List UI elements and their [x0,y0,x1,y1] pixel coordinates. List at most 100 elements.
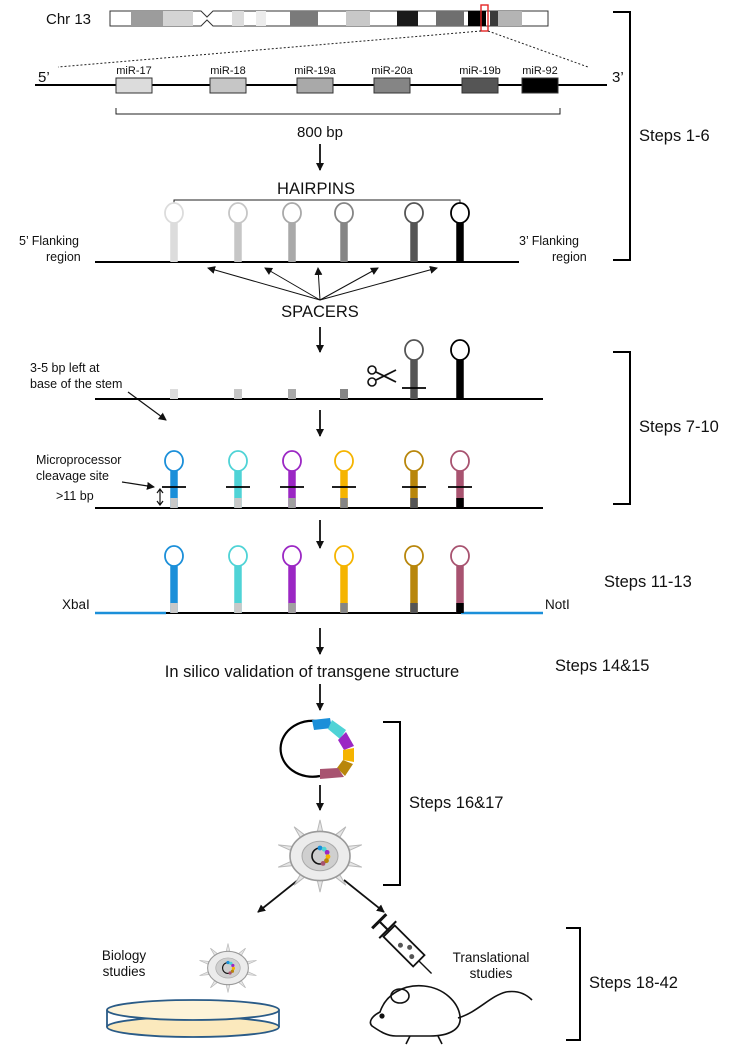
hairpin [450,339,470,399]
three-prime-label: 3’ [612,69,624,86]
zoom-guide-right [487,30,589,68]
xbai-label: XbaI [62,597,90,612]
hairpin [228,202,248,262]
hairpin [282,545,302,613]
flow-arrow [343,879,385,913]
stem-stubs [170,389,348,399]
hairpin [448,450,472,508]
steps-7-10: Steps 7-10 [639,418,719,436]
hairpin [402,339,426,399]
chromosome-band [131,11,163,26]
chromosome-band [436,11,464,26]
mouse-icon [369,985,533,1045]
validation-label: In silico validation of transgene struct… [165,663,459,681]
left-flank-label-1: 5’ Flanking [19,234,79,248]
plasmid-segment [337,760,353,776]
five-prime-label: 5’ [38,69,50,86]
flow-arrows [257,144,385,913]
length-bracket [115,108,561,115]
petri-dish-icon [106,999,280,1038]
mirna-box [461,77,499,94]
cleavage-arrow [121,481,155,490]
spacer-arrow [319,267,379,301]
chromosome-ideogram: Chr 13 [46,4,589,68]
stem-stub [170,389,178,399]
distance-label: >11 bp [56,489,94,503]
translational-label-1: Translational [453,950,530,965]
chromosome-band [232,11,244,26]
scissors-icon [367,365,397,387]
hairpin [164,202,184,262]
construct-hairpins [164,545,470,613]
spacer-arrow [319,265,438,301]
hairpin [334,545,354,613]
hairpin [226,450,250,508]
stem-stub [234,389,242,399]
mirna-boxes: miR-17 miR-18 miR-19a miR-20a miR-19b miR-92 [115,65,559,94]
plasmid-segment [320,768,344,779]
chromosome-band [490,11,498,26]
mirna-label: miR-18 [210,65,245,77]
bracket-steps-18-42 [566,927,581,1041]
spacer-arrow [314,267,323,301]
steps-16-17: Steps 16&17 [409,794,504,812]
steps-11-13: Steps 11-13 [604,573,692,591]
hairpin [450,545,470,613]
biology-label-2: studies [103,964,146,979]
steps-1-6: Steps 1-6 [639,127,710,145]
remaining-hairpins [402,339,470,399]
right-flank-label-2: region [552,250,587,264]
noti-label: NotI [545,597,570,612]
stem-stub [340,389,348,399]
hairpin [334,202,354,262]
cleavage-label-2: cleavage site [36,469,109,483]
hairpin [228,545,248,613]
plasmid-segment [328,720,346,739]
spacer-arrow [264,267,321,301]
mirna-box [373,77,411,94]
cleavage-label-1: Microprocessor [36,453,121,467]
distance-arrowheads [156,488,164,506]
left-flank-label-2: region [46,250,81,264]
mirna-label: miR-92 [522,65,557,77]
hairpin [404,545,424,613]
spacers-label: SPACERS [281,303,359,321]
hairpin [402,450,426,508]
gray-hairpins [164,202,470,262]
chromosome-band [290,11,318,26]
spacer-arrow [207,266,321,301]
steps-14-15: Steps 14&15 [555,657,650,675]
bracket-steps-7-10 [613,351,631,505]
bracket-steps-1-6 [613,11,631,261]
syringe-icon [371,913,433,975]
chromosome-band [498,11,522,26]
mirna-label: miR-19a [294,65,336,77]
construct-panel: XbaI NotI [62,545,570,615]
translational-label-2: studies [470,966,513,981]
biology-label-1: Biology [102,948,147,963]
plasmid-segment [312,718,332,730]
hairpin [280,450,304,508]
mirna-label: miR-17 [116,65,151,77]
plasmid-segment [343,748,354,762]
spacer-arrows [207,265,438,301]
plasmid-icon [279,718,354,779]
mirna-label: miR-19b [459,65,501,77]
chromosome-band [346,11,370,26]
mirna-box [296,77,334,94]
mirna-box [521,77,559,94]
zoom-guide-left [57,30,482,68]
excision-panel: 3-5 bp left at base of the stem [30,339,543,421]
mirna-box [115,77,153,94]
stem-note-2: base of the stem [30,377,122,391]
mirna-label: miR-20a [371,65,413,77]
bracket-steps-16-17 [383,721,401,886]
step-brackets: Steps 1-6 Steps 7-10 Steps 11-13 Steps 1… [383,11,719,1041]
hairpin-panel: HAIRPINS 5’ Flanking region 3’ Flanking … [19,180,587,321]
chromosome-band [468,11,486,26]
stem-stub [288,389,296,399]
translational-study: Translational studies [369,913,533,1045]
biology-study: Biology studies [102,943,280,1038]
